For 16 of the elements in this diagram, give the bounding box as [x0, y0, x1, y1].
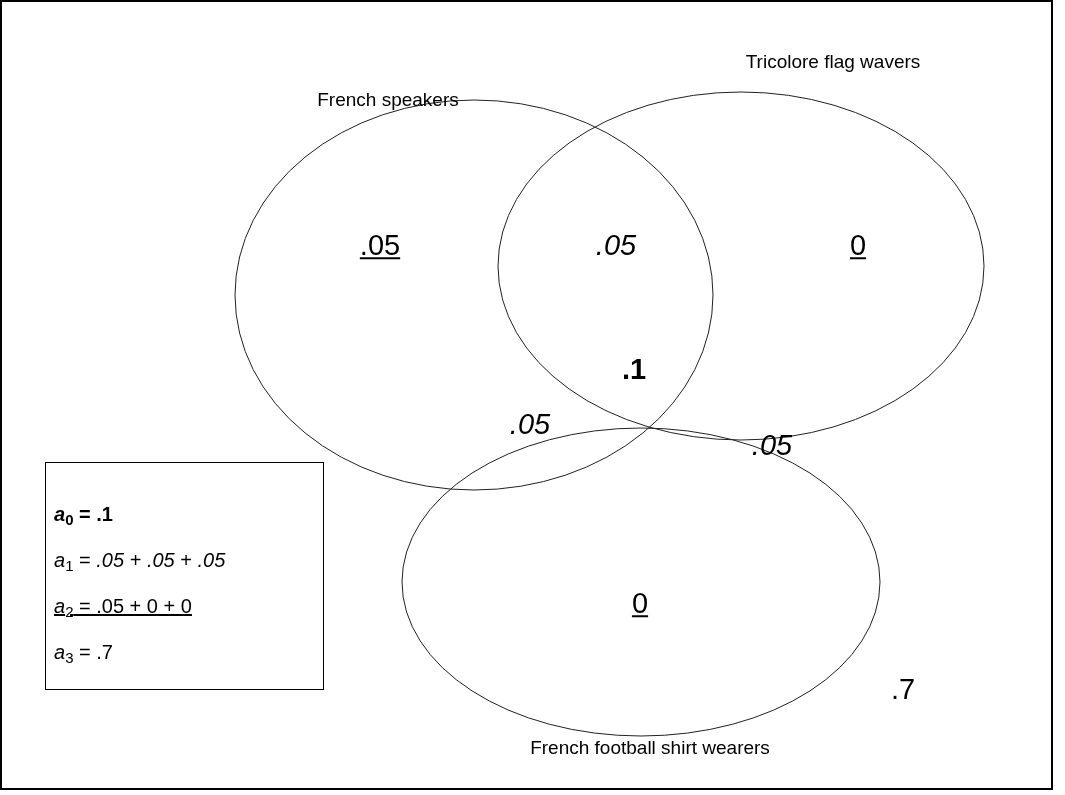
region-value: .05 — [359, 228, 401, 264]
formula: a$_{3}$ = .7 — [54, 640, 113, 666]
set-heading: French football shirt wearers — [530, 735, 770, 760]
region-value: .05 — [509, 407, 551, 443]
formula: a$_{1}$ = .05 + .05 + .05 — [54, 548, 226, 574]
formula: a$_{2}$ = .05 + 0 + 0 — [54, 594, 192, 620]
region-value: 0 — [849, 228, 867, 264]
region-value: .1 — [621, 352, 647, 388]
region-value: .05 — [595, 228, 637, 264]
set-heading: French speakers — [317, 87, 459, 112]
region-value: 0 — [631, 586, 649, 622]
formula-box — [45, 462, 324, 690]
set-heading: Tricolore flag wavers — [745, 49, 921, 74]
region-value: .7 — [890, 672, 916, 708]
formula: a$_{0}$ = .1 — [54, 502, 113, 528]
region-value: .05 — [751, 428, 793, 464]
